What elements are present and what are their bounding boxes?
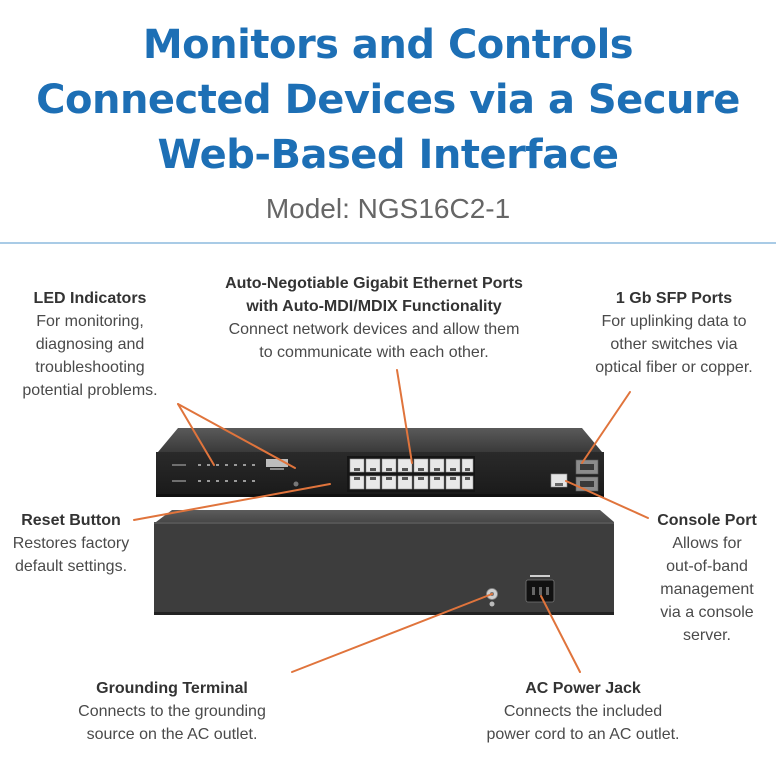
callout-desc: server. (682, 627, 731, 644)
callout-desc: For uplinking data to (601, 313, 747, 330)
callout-desc: Connects to the grounding (78, 703, 266, 720)
callout-desc: Connects the included (503, 703, 663, 720)
callout-desc: optical fiber or copper. (595, 359, 753, 376)
switch-front-view (156, 428, 604, 497)
callout-title: 1 Gb SFP Ports (615, 290, 733, 307)
callout-desc: to communicate with each other. (259, 344, 489, 361)
callout-desc: diagnosing and (35, 336, 145, 353)
leader-lines (133, 369, 649, 673)
callout-title: Reset Button (21, 512, 121, 529)
callout-desc: potential problems. (22, 382, 158, 399)
callout-desc: source on the AC outlet. (86, 726, 258, 743)
callout-desc: out-of-band (666, 558, 748, 575)
divider (0, 242, 776, 244)
callout-reset-button: Reset Button Restores factory default se… (0, 509, 142, 578)
callout-desc: Allows for (672, 535, 742, 552)
switch-back-view (154, 510, 614, 615)
title-line-1: Monitors and Controls (142, 22, 634, 68)
callout-desc: troubleshooting (35, 359, 145, 376)
callout-desc: default settings. (14, 558, 128, 575)
callout-desc: via a console (660, 604, 754, 621)
callout-title: Grounding Terminal (96, 680, 248, 697)
callout-title: Auto-Negotiable Gigabit Ethernet Ports (225, 275, 523, 292)
callout-grounding-terminal: Grounding Terminal Connects to the groun… (50, 677, 294, 746)
model-number: Model: NGS16C2-1 (265, 193, 511, 224)
callout-title: LED Indicators (33, 290, 147, 307)
led-indicators (172, 464, 255, 482)
page-title: Monitors and Controls Connected Devices … (0, 18, 776, 183)
ac-power-jack (525, 575, 555, 603)
callout-title: Console Port (657, 512, 757, 529)
callout-desc: management (660, 581, 754, 598)
console-port (550, 473, 568, 488)
callout-title: AC Power Jack (525, 680, 641, 697)
callout-desc: other switches via (610, 336, 738, 353)
title-line-3: Web-Based Interface (157, 132, 619, 178)
callout-ethernet-ports: Auto-Negotiable Gigabit Ethernet Ports w… (188, 272, 560, 364)
callout-console-port: Console Port Allows for out-of-band mana… (640, 509, 774, 647)
brand-logo (266, 459, 288, 470)
callout-title: with Auto-MDI/MDIX Functionality (246, 298, 502, 315)
reset-button (293, 481, 299, 487)
callout-led-indicators: LED Indicators For monitoring, diagnosin… (4, 287, 176, 402)
callout-desc: Restores factory (12, 535, 130, 552)
callout-ac-power-jack: AC Power Jack Connects the included powe… (464, 677, 702, 746)
callout-desc: power cord to an AC outlet. (486, 726, 680, 743)
title-line-2: Connected Devices via a Secure (36, 77, 740, 123)
callout-sfp-ports: 1 Gb SFP Ports For uplinking data to oth… (574, 287, 774, 379)
callout-desc: For monitoring, (36, 313, 144, 330)
callout-desc: Connect network devices and allow them (228, 321, 520, 338)
